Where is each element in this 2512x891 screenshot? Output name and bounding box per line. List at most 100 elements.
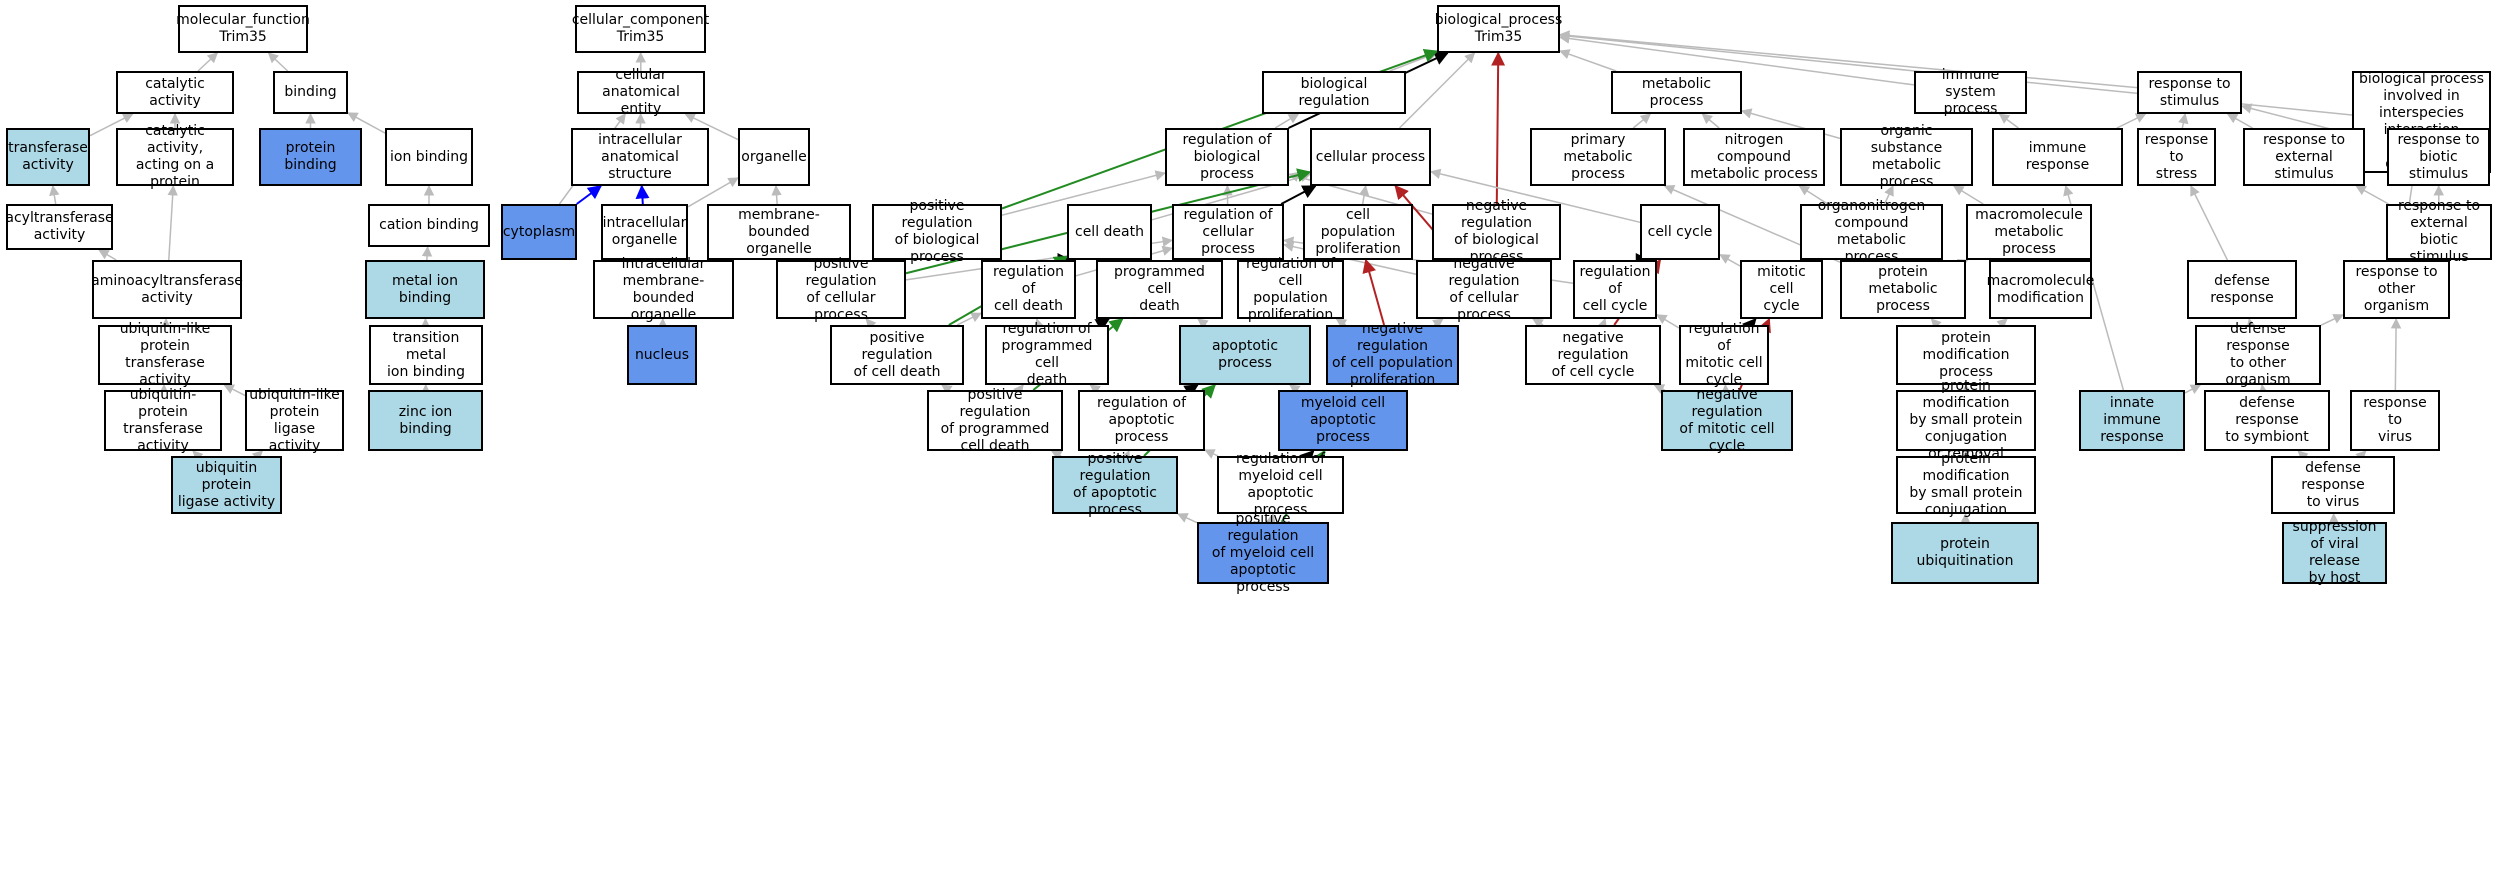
node-protbind: protein binding: [259, 128, 362, 186]
node-cpp: cell population proliferation: [1303, 204, 1413, 260]
node-dsym: defense response to symbiont: [2204, 390, 2330, 451]
edge-metal-to-cation: [421, 245, 433, 261]
node-prmcap: positive regulation of myeloid cell apop…: [1197, 511, 1329, 595]
edge-bind-to-mf: [267, 52, 289, 72]
node-bind: binding: [273, 71, 348, 114]
node-supp: suppression of viral release by host: [2282, 519, 2387, 586]
node-ubpl: ubiquitin protein ligase activity: [171, 456, 282, 514]
node-prbp: positive regulation of biological proces…: [872, 198, 1002, 265]
node-cellp: cellular process: [1310, 128, 1431, 186]
node-mf: molecular_function Trim35: [176, 5, 310, 53]
edge-rmcc-to-mcc: [1742, 317, 1757, 334]
edge-innate-to-dro: [2184, 384, 2202, 395]
node-rcpp: regulation of cell population proliferat…: [1237, 256, 1344, 323]
node-macmod: macromolecule modification: [1987, 260, 2094, 319]
edge-amino-to-catprot: [167, 184, 178, 261]
node-pmspc: protein modification by small protein co…: [1896, 451, 2036, 518]
edge-resp-to-bp: [1558, 30, 2138, 89]
node-immresp: immune response: [1992, 128, 2123, 186]
edge-primet-to-metab: [1632, 113, 1652, 129]
node-primet: primary metabolic process: [1530, 128, 1666, 186]
edge-rvirus-to-rorg: [2390, 317, 2402, 391]
node-nrbp: negative regulation of biological proces…: [1432, 198, 1561, 265]
edge-dro-to-rorg: [2320, 314, 2344, 326]
node-immsys: immune system process: [1914, 67, 2027, 117]
node-apop: apoptotic process: [1179, 325, 1311, 385]
node-cation: cation binding: [368, 204, 490, 247]
node-nrcpp: negative regulation of cell population p…: [1326, 321, 1459, 388]
node-mbo: membrane-bounded organelle: [707, 204, 851, 260]
edge-pmp-to-macmod: [1996, 318, 2008, 330]
edge-trans-to-cat: [89, 113, 134, 137]
edge-rap-to-rpcd: [1089, 384, 1102, 395]
node-ubl: ubiquitin-like protein transferase activ…: [98, 321, 232, 388]
edge-org-to-cae: [684, 113, 739, 141]
edge-prpcd-to-rpcd: [1013, 384, 1024, 396]
node-rcd: regulation of cell death: [981, 260, 1076, 319]
node-io: intracellular organelle: [601, 204, 688, 260]
node-rpcd: regulation of programmed cell death: [985, 321, 1109, 388]
node-nrcc: negative regulation of cell cycle: [1525, 325, 1661, 385]
node-nuc: nucleus: [627, 325, 697, 385]
edge-dvirus-to-rvirus: [2355, 450, 2367, 462]
node-rvirus: response to virus: [2350, 390, 2440, 451]
edge-prcd-to-rcd: [956, 312, 982, 326]
node-rcc: regulation of cell cycle: [1573, 260, 1657, 319]
node-macmet: macromolecule metabolic process: [1966, 204, 2092, 260]
node-mcap: myeloid cell apoptotic process: [1278, 390, 1408, 451]
edge-rbp-to-breg: [1274, 113, 1300, 129]
edge-rmcc-to-rcc: [1656, 314, 1680, 329]
node-zinc: zinc ion binding: [368, 390, 483, 451]
node-ias: intracellular anatomical structure: [571, 128, 709, 186]
edge-cyto-to-ias: [576, 185, 603, 205]
node-rmcc: regulation of mitotic cell cycle: [1679, 321, 1769, 388]
edge-rstress-to-resp: [2178, 112, 2189, 129]
edge-ubpl-to-ubpt: [192, 450, 204, 462]
edge-dro-to-defresp: [2246, 317, 2257, 330]
node-rext: response to external stimulus: [2243, 128, 2365, 186]
node-nrcp: negative regulation of cellular process: [1416, 256, 1552, 323]
node-org: organelle: [738, 128, 810, 186]
edge-cellp-to-bp: [1398, 52, 1476, 129]
node-pcd: programmed cell death: [1096, 260, 1223, 319]
edge-immresp-to-immsys: [1998, 113, 2019, 129]
node-prcd: positive regulation of cell death: [830, 325, 964, 385]
edge-dsym-to-dro: [2258, 383, 2269, 396]
edge-rebs-to-rext: [2355, 185, 2389, 205]
edge-pmp-to-protmet: [1930, 318, 1942, 330]
edge-ionbind-to-bind: [347, 112, 386, 134]
edge-onmp-to-nitro: [1798, 185, 1829, 205]
node-cdeath: cell death: [1067, 204, 1152, 260]
node-dro: defense response to other organism: [2195, 321, 2321, 388]
node-imbo: intracellular membrane-bounded organelle: [593, 256, 734, 323]
node-rap: regulation of apoptotic process: [1078, 390, 1205, 451]
node-trmetal: transition metal ion binding: [369, 325, 483, 385]
edge-macmet-to-osm: [1952, 185, 1984, 205]
edge-ccycle-to-cellp: [1429, 168, 1641, 224]
edge-prap-to-prpcd: [1050, 450, 1063, 461]
node-acyl: acyltransferase activity: [5, 204, 114, 250]
edge-nrcc-to-rcc: [1597, 318, 1608, 330]
edge-rext-to-resp: [2226, 113, 2253, 129]
node-metab: metabolic process: [1611, 71, 1742, 114]
edge-prpcd-to-prcd: [941, 384, 953, 395]
node-breg: biological regulation: [1262, 71, 1406, 114]
node-ubiq: protein ubiquitination: [1891, 522, 2039, 584]
node-ublig: ubiquitin-like protein ligase activity: [245, 387, 344, 454]
node-rcp: regulation of cellular process: [1172, 204, 1284, 260]
edge-nitro-to-metab: [1701, 113, 1720, 129]
edge-prcd-to-prcp: [865, 318, 877, 330]
edge-apop-to-pcd: [1197, 318, 1209, 329]
node-prpcd: positive regulation of programmed cell d…: [927, 387, 1063, 454]
node-defresp: defense response: [2187, 260, 2297, 319]
edge-io-to-org: [687, 177, 739, 208]
edge-rmcap-to-rap: [1204, 449, 1219, 459]
edge-rcp-to-cellp: [1280, 185, 1317, 205]
node-cat: catalytic activity: [116, 71, 234, 114]
edge-prmcap-to-prap: [1177, 513, 1198, 524]
node-bp: biological_process Trim35: [1435, 5, 1562, 53]
edge-mbo-to-org: [771, 184, 782, 205]
edge-metab-to-bp: [1559, 49, 1617, 72]
edge-io-to-ias: [635, 184, 650, 205]
node-prcp: positive regulation of cellular process: [776, 256, 906, 323]
